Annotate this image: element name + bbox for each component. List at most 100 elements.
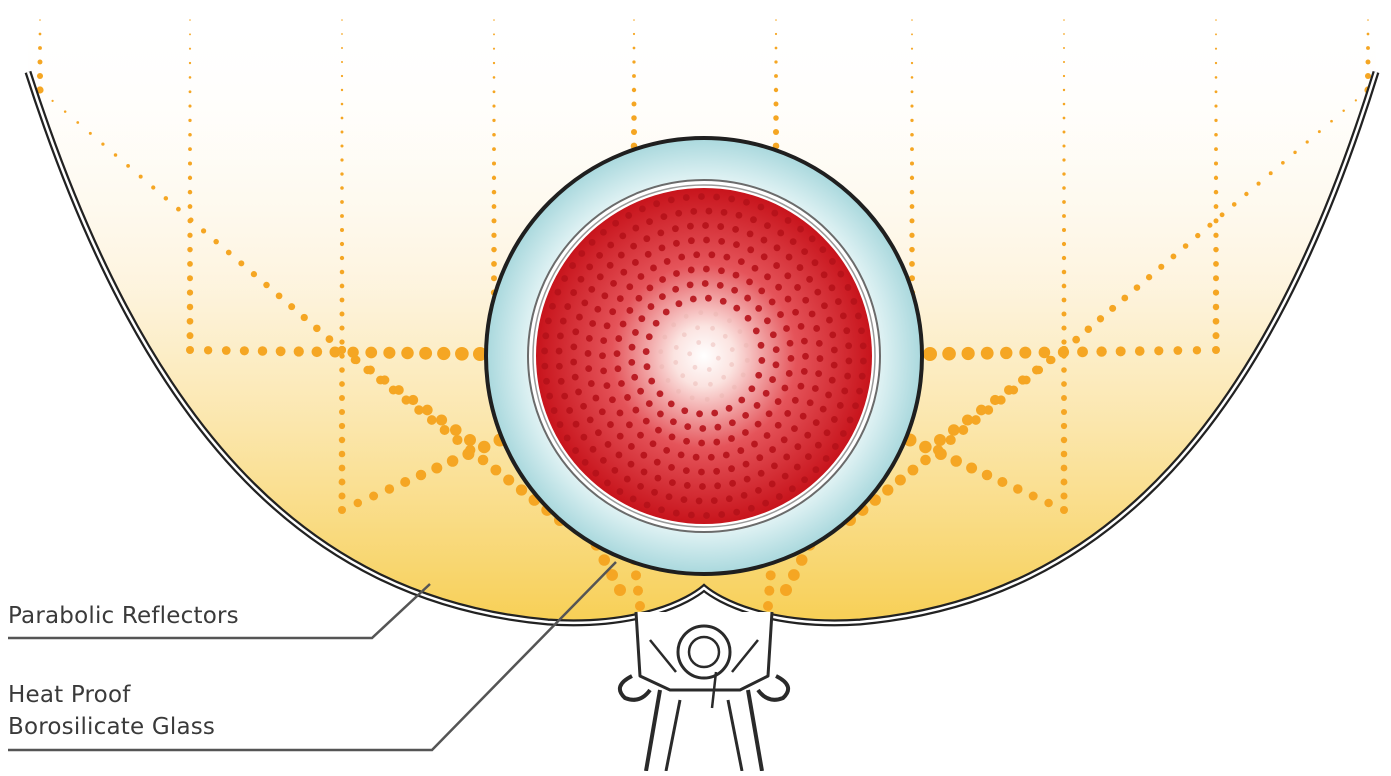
ray-dot bbox=[614, 584, 626, 596]
ray-dot bbox=[311, 346, 323, 358]
ray-dot bbox=[911, 19, 913, 21]
support-bracket-icon bbox=[617, 611, 791, 772]
ray-dot bbox=[909, 261, 915, 267]
ray-dot bbox=[340, 60, 344, 64]
absorber-dot bbox=[850, 298, 858, 305]
absorber-dot bbox=[554, 288, 562, 296]
absorber-dot bbox=[646, 284, 654, 292]
ray-dot bbox=[774, 46, 778, 50]
ray-dot bbox=[338, 506, 346, 514]
ray-dot bbox=[36, 72, 44, 80]
absorber-dot bbox=[585, 365, 593, 373]
ray-dot bbox=[419, 346, 433, 360]
ray-dot bbox=[477, 440, 491, 454]
ray-dot bbox=[38, 46, 42, 50]
absorber-dot bbox=[811, 385, 819, 392]
ray-dot bbox=[1154, 346, 1164, 356]
absorber-dot bbox=[829, 331, 837, 339]
ray-dot bbox=[981, 469, 993, 481]
ray-dot bbox=[188, 147, 192, 152]
ray-dot bbox=[1062, 228, 1066, 232]
absorber-dot bbox=[728, 465, 735, 473]
ray-dot bbox=[452, 434, 463, 446]
absorber-dot bbox=[566, 407, 574, 414]
absorber-dot bbox=[814, 441, 822, 449]
absorber-dot bbox=[692, 453, 700, 461]
ray-dot bbox=[39, 89, 41, 91]
ray-dot bbox=[1219, 212, 1225, 218]
absorber-dot bbox=[765, 410, 773, 418]
ray-dot bbox=[1213, 232, 1219, 238]
absorber-dot bbox=[828, 284, 836, 292]
absorber-dot bbox=[769, 446, 776, 453]
absorber-dot bbox=[645, 400, 653, 407]
absorber-dot bbox=[754, 420, 762, 428]
absorber-dot bbox=[719, 393, 725, 399]
absorber-dot bbox=[594, 305, 602, 313]
ray-dot bbox=[1061, 339, 1067, 345]
ray-dot bbox=[1062, 116, 1066, 120]
absorber-dot bbox=[737, 258, 745, 266]
absorber-dot bbox=[626, 283, 634, 291]
absorber-dot bbox=[657, 229, 665, 237]
ray-dot bbox=[1061, 269, 1067, 275]
absorber-dot bbox=[549, 302, 556, 310]
ray-dot bbox=[200, 228, 207, 234]
ray-dot bbox=[1158, 263, 1165, 270]
ray-dot bbox=[340, 172, 344, 176]
ray-dot bbox=[491, 261, 497, 267]
absorber-dot bbox=[644, 250, 652, 258]
ray-dot bbox=[340, 200, 344, 204]
absorber-dot bbox=[859, 342, 867, 350]
ray-dot bbox=[340, 214, 344, 218]
ray-dot bbox=[1173, 346, 1183, 355]
ray-dot bbox=[1364, 72, 1372, 80]
absorber-dot bbox=[570, 343, 578, 351]
absorber-dot bbox=[780, 436, 788, 444]
parabolic-reflectors-label: Parabolic Reflectors bbox=[8, 603, 239, 629]
absorber-dot bbox=[600, 228, 607, 236]
ray-dot bbox=[958, 425, 969, 435]
absorber-dot bbox=[774, 398, 782, 405]
absorber-dot bbox=[722, 333, 728, 339]
absorber-dot bbox=[764, 273, 771, 281]
ray-dot bbox=[1004, 385, 1014, 395]
ray-dot bbox=[774, 32, 778, 36]
absorber-dot bbox=[626, 307, 634, 314]
absorber-dot bbox=[611, 466, 619, 474]
ray-dot bbox=[300, 313, 308, 322]
absorber-dot bbox=[640, 468, 648, 476]
absorber-dot bbox=[640, 451, 648, 459]
absorber-dot bbox=[627, 443, 635, 450]
absorber-dot bbox=[852, 402, 859, 410]
ray-dot bbox=[1063, 33, 1065, 35]
absorber-dot bbox=[698, 310, 704, 316]
ray-dot bbox=[491, 204, 497, 209]
ray-dot bbox=[493, 19, 495, 21]
absorber-dot bbox=[692, 364, 698, 370]
absorber-dot bbox=[756, 454, 764, 462]
ray-dot bbox=[347, 346, 359, 358]
absorber-dot bbox=[629, 495, 637, 503]
ray-dot bbox=[774, 60, 778, 64]
ray-dot bbox=[338, 346, 346, 354]
absorber-dot bbox=[681, 407, 689, 415]
ray-dot bbox=[329, 346, 341, 358]
absorber-dot bbox=[561, 392, 569, 400]
absorber-dot bbox=[660, 213, 668, 221]
absorber-dot bbox=[787, 354, 795, 362]
ray-dot bbox=[338, 478, 346, 486]
absorber-dot bbox=[631, 373, 639, 381]
absorber-dot bbox=[737, 329, 743, 334]
ray-dot bbox=[1214, 61, 1218, 65]
ray-dot bbox=[909, 189, 915, 195]
ray-dot bbox=[1061, 311, 1067, 317]
ray-dot bbox=[431, 462, 443, 474]
absorber-dot bbox=[837, 270, 845, 278]
ray-dot bbox=[1213, 218, 1219, 224]
absorber-dot bbox=[815, 339, 823, 347]
absorber-dot bbox=[797, 225, 804, 233]
ray-dot bbox=[275, 292, 283, 300]
absorber-dot bbox=[543, 377, 550, 385]
absorber-dot bbox=[627, 460, 635, 468]
